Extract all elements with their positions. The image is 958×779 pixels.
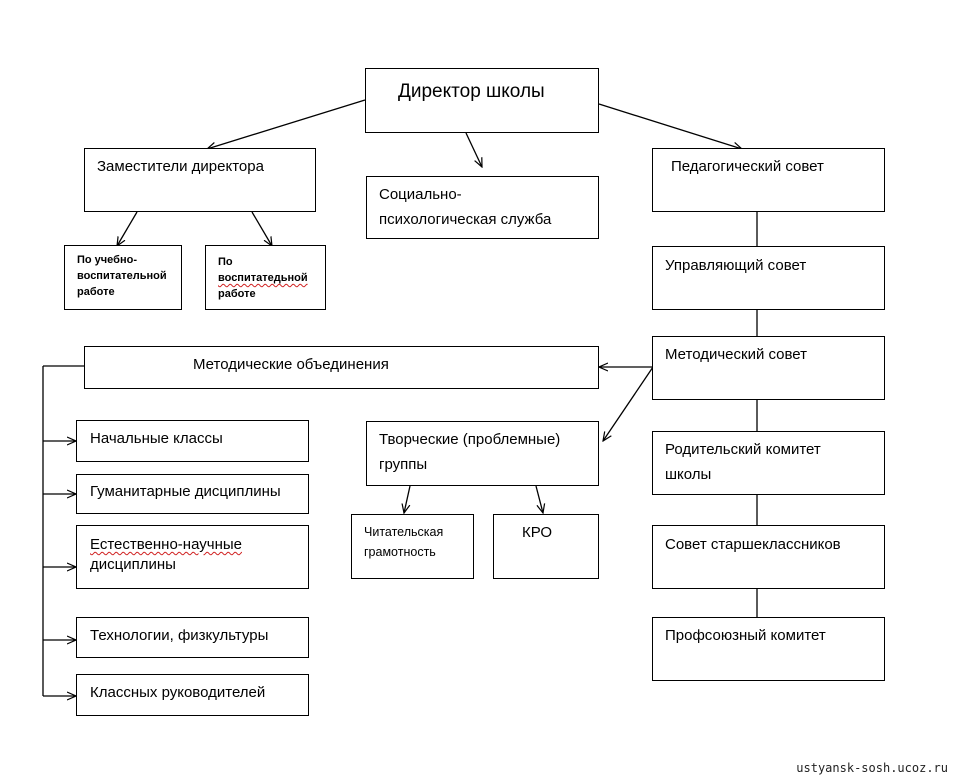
primary-classes-box: Начальные классы [76,420,309,462]
arrow-creative-reading [404,485,411,513]
union-committee-box: Профсоюзный комитет [652,617,885,681]
senior-council-label: Совет старшеклассников [665,536,841,553]
reading-literacy-line2: грамотность [364,545,436,559]
creative-groups-box: Творческие (проблемные) группы [366,421,599,486]
edu-work-line1: По учебно- [77,254,137,266]
method-assoc-label: Методические объединения [193,356,389,373]
method-council-label: Методический совет [665,346,808,363]
arrow-mcouncil-creative [603,366,654,441]
science-box: Естественно-научные дисциплины [76,525,309,589]
technology-label: Технологии, физкультуры [90,627,269,644]
class-teachers-box: Классных руководителей [76,674,309,716]
science-line1: Естественно-научные [90,536,242,553]
parent-committee-line1: Родительский комитет [665,441,821,458]
kro-label: КРО [522,524,553,541]
creative-groups-line2: группы [379,456,428,473]
reading-literacy-line1: Читательская [364,525,444,539]
creative-groups-line1: Творческие (проблемные) [379,431,561,448]
director-box: Директор школы [365,68,599,133]
reading-literacy-box: Читательская грамотность [351,514,474,579]
senior-council-box: Совет старшеклассников [652,525,885,589]
edu-work-box: По учебно- воспитательной работе [64,245,182,310]
arrow-creative-kro [535,485,543,513]
social-service-line1: Социально- [379,186,462,203]
humanities-box: Гуманитарные дисциплины [76,474,309,514]
arrow-director-social [465,132,482,167]
science-line2: дисциплины [90,556,176,573]
parent-committee-line2: школы [665,466,712,483]
kro-box: КРО [493,514,599,579]
deputies-label: Заместители директора [97,158,264,175]
arrow-director-pedcouncil [598,103,742,149]
ped-council-box: Педагогический совет [652,148,885,212]
arrow-director-deputies [207,99,366,149]
union-committee-label: Профсоюзный комитет [665,627,826,644]
vosp-work-line1: По [218,256,233,268]
social-service-line2: психологическая служба [379,211,552,228]
class-teachers-label: Классных руководителей [90,684,266,701]
humanities-label: Гуманитарные дисциплины [90,483,281,500]
gov-council-label: Управляющий совет [665,257,807,274]
vosp-work-line2: воспитатедьной [218,272,308,284]
arrow-deputies-edu [117,211,138,246]
gov-council-box: Управляющий совет [652,246,885,310]
social-service-box: Социально- психологическая служба [366,176,599,239]
primary-classes-label: Начальные классы [90,430,223,447]
arrow-deputies-vosp [251,211,272,246]
site-watermark: ustyansk-sosh.ucoz.ru [796,761,948,775]
parent-committee-box: Родительский комитет школы [652,431,885,495]
ped-council-label: Педагогический совет [671,158,824,175]
vosp-work-line3: работе [218,288,256,300]
method-council-box: Методический совет [652,336,885,400]
edu-work-line2: воспитательной [77,270,167,282]
director-label: Директор школы [398,81,545,102]
deputies-box: Заместители директора [84,148,316,212]
technology-box: Технологии, физкультуры [76,617,309,658]
edu-work-line3: работе [77,286,115,298]
method-assoc-box: Методические объединения [84,346,599,389]
vosp-work-box: По воспитатедьной работе [205,245,326,310]
